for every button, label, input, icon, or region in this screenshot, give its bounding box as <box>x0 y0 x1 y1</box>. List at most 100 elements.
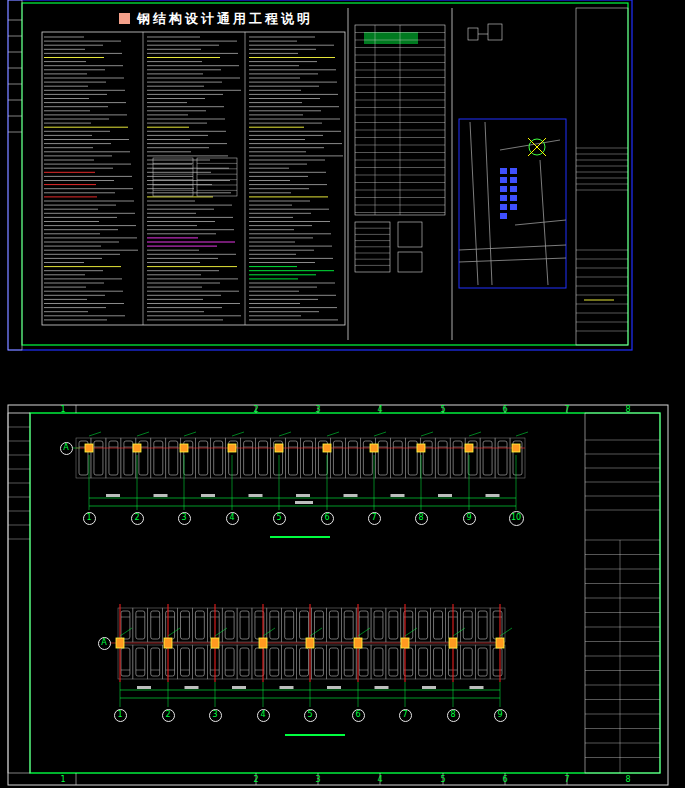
car-outline <box>94 441 103 475</box>
parking-stall <box>163 608 178 642</box>
note-table <box>153 158 193 196</box>
car-outline <box>419 648 428 676</box>
road-line <box>540 160 548 285</box>
axis-line <box>76 448 525 449</box>
note-text-row <box>44 229 118 230</box>
title-row <box>585 699 660 700</box>
note-text-row <box>249 164 307 165</box>
note-text-row <box>147 147 209 148</box>
note-text-row <box>147 114 188 115</box>
title-row <box>576 313 628 314</box>
parking-stall <box>312 645 327 679</box>
parking-block <box>510 186 517 192</box>
note-text-row <box>44 114 127 115</box>
axis-number: 4 <box>229 514 234 522</box>
side-strip-line <box>8 116 22 117</box>
car-window <box>225 617 234 618</box>
car-outline <box>151 648 160 676</box>
note-text-row <box>147 213 196 214</box>
side-strip-line <box>8 132 22 133</box>
grid-bubble: 7 <box>368 512 381 525</box>
title-row <box>585 627 660 628</box>
parking-stall <box>297 645 312 679</box>
steel-column <box>496 638 504 648</box>
car-outline <box>181 648 190 676</box>
parking-block <box>500 204 507 210</box>
parking-stall <box>490 608 505 642</box>
steel-column <box>164 638 172 648</box>
car-window <box>434 670 443 671</box>
table-row <box>355 240 390 241</box>
note-text-row <box>249 119 340 120</box>
car-outline <box>419 611 428 639</box>
car-outline <box>434 648 443 676</box>
note-text-row <box>249 155 343 156</box>
detail-sketch <box>468 28 478 40</box>
note-text-row <box>44 299 87 300</box>
car-window <box>240 670 249 671</box>
table-row <box>153 163 193 164</box>
parking-stall <box>326 645 341 679</box>
note-text-row <box>147 225 197 226</box>
car-window <box>214 447 223 448</box>
car-outline <box>478 611 487 639</box>
parking-block <box>500 186 507 192</box>
table-row <box>197 174 237 175</box>
note-text-row <box>147 164 192 165</box>
car-outline <box>348 441 357 475</box>
frame-grid-number: 8 <box>625 776 630 784</box>
road-line <box>459 245 566 250</box>
column-tag-leader <box>215 628 227 636</box>
note-text-row <box>147 176 193 177</box>
dimension-value <box>438 494 452 497</box>
note-text-row <box>147 90 241 91</box>
parking-stall <box>133 608 148 642</box>
car-outline <box>181 611 190 639</box>
note-text-row <box>249 172 326 173</box>
note-text-row <box>249 237 313 238</box>
note-text-row <box>44 61 86 62</box>
note-text-row <box>249 270 334 271</box>
note-text-row <box>147 86 204 87</box>
compass-symbol <box>529 139 545 155</box>
axis-line <box>232 455 233 510</box>
car-outline <box>314 648 323 676</box>
note-text-row <box>147 172 211 173</box>
parking-stall <box>480 438 495 478</box>
note-text-row <box>249 139 305 140</box>
table-col <box>375 25 376 215</box>
note-text-row <box>249 114 303 115</box>
title-row <box>576 268 628 269</box>
grid-bubble: 7 <box>399 709 412 722</box>
detail-sketch <box>488 24 502 40</box>
title-row <box>576 190 628 191</box>
axis-line <box>358 682 359 707</box>
note-text-row <box>249 45 334 46</box>
note-text-row <box>147 201 195 202</box>
car-outline <box>109 441 118 475</box>
axis-line <box>500 682 501 707</box>
note-text-row <box>147 155 228 156</box>
note-text-row <box>147 41 237 42</box>
note-text-row <box>44 57 104 58</box>
parking-stall <box>450 438 465 478</box>
grid-tick <box>76 773 77 785</box>
compass-needle <box>528 138 546 156</box>
parking-stall <box>151 438 166 478</box>
note-text-row <box>44 250 138 251</box>
car-window <box>463 670 472 671</box>
parking-stall <box>192 608 207 642</box>
note-text-row <box>249 258 333 259</box>
note-text-row <box>147 160 210 161</box>
note-text-row <box>147 274 201 275</box>
car-window <box>270 617 279 618</box>
grid-bubble: 9 <box>494 709 507 722</box>
note-text-row <box>249 299 318 300</box>
title-row <box>585 757 660 758</box>
note-text-row <box>44 217 117 218</box>
car-window <box>359 670 368 671</box>
column-tag-leader <box>469 432 481 436</box>
parking-stall <box>211 438 226 478</box>
note-text-row <box>44 94 107 95</box>
car-outline <box>389 611 398 639</box>
